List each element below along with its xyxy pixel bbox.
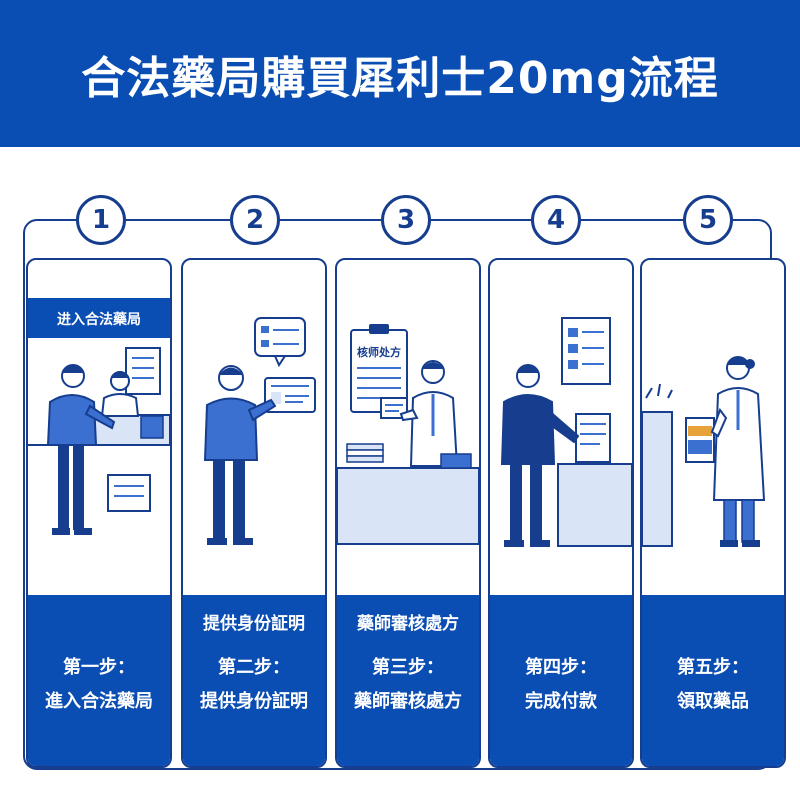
- step-footer-3: 藥師審核處方 第三步： 藥師審核處方: [337, 595, 479, 766]
- step-label-3: 第三步：: [372, 657, 444, 678]
- register-icon: [140, 415, 164, 439]
- step-subtitle-3: 藥師審核處方: [357, 614, 459, 634]
- step-label-5: 第五步：: [677, 657, 749, 678]
- step-card-3: 核师处方 藥師審核處方 第三步： 藥師審核處方: [335, 258, 481, 768]
- step-desc-1: 進入合法藥局: [45, 691, 153, 712]
- step-card-2: 提供身份証明 第二步： 提供身份証明: [181, 258, 327, 768]
- step-desc-4: 完成付款: [525, 691, 597, 712]
- illustration-payment: [490, 260, 632, 593]
- pharmacy-sign: 进入合法藥局: [57, 311, 141, 328]
- step-label-1: 第一步：: [63, 657, 135, 678]
- service-counter: [337, 467, 479, 545]
- step-footer-5: 第五步： 領取藥品: [642, 595, 784, 766]
- step-badge-1: 1: [76, 195, 126, 245]
- step-subtitle-2: 提供身份証明: [203, 614, 305, 634]
- payment-counter: [557, 463, 632, 547]
- illustration-show-id: [183, 260, 325, 593]
- pickup-counter: [642, 411, 673, 547]
- step-desc-3: 藥師審核處方: [354, 691, 462, 712]
- speech-bubble-icon: [254, 317, 306, 357]
- header-banner: 合法藥局購買犀利士20mg流程: [0, 0, 800, 147]
- step-card-4: 第四步： 完成付款: [488, 258, 634, 768]
- clipboard-title: 核师处方: [357, 345, 401, 359]
- receipt-icon: [575, 413, 611, 463]
- prescription-icon: [380, 397, 408, 419]
- step-desc-5: 領取藥品: [677, 691, 749, 712]
- step-label-4: 第四步：: [525, 657, 597, 678]
- illustration-pharmacist-review: 核师处方: [337, 260, 479, 593]
- step-badge-4: 4: [531, 195, 581, 245]
- step-badge-2: 2: [230, 195, 280, 245]
- step-footer-1: 第一步： 進入合法藥局: [28, 595, 170, 766]
- step-badge-3: 3: [381, 195, 431, 245]
- step-card-5: 第五步： 領取藥品: [640, 258, 786, 768]
- illustration-enter-pharmacy: 进入合法藥局: [28, 260, 170, 593]
- step-desc-2: 提供身份証明: [200, 691, 308, 712]
- step-badge-5: 5: [683, 195, 733, 245]
- page-title: 合法藥局購買犀利士20mg流程: [81, 52, 719, 104]
- step-card-1: 进入合法藥局: [26, 258, 172, 768]
- step-footer-2: 提供身份証明 第二步： 提供身份証明: [183, 595, 325, 766]
- illustration-receive-medicine: [642, 260, 784, 593]
- step-footer-4: 第四步： 完成付款: [490, 595, 632, 766]
- step-label-2: 第二步：: [218, 657, 290, 678]
